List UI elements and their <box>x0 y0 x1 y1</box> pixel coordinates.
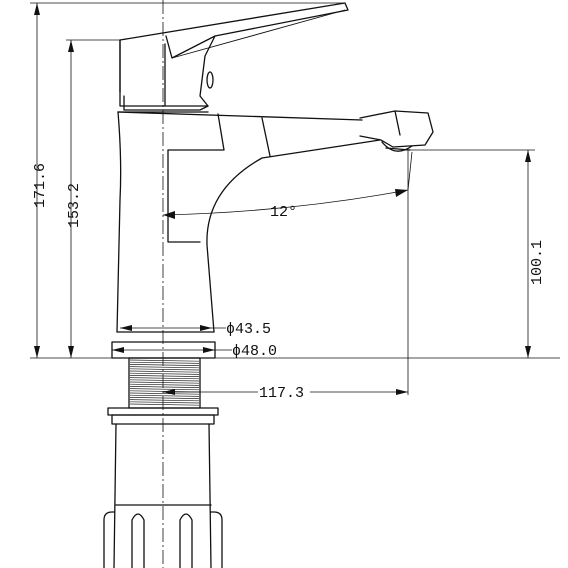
body-diameter-label: ϕ43.5 <box>226 321 271 338</box>
body-height-label: 153.2 <box>66 183 83 228</box>
thread-line <box>129 388 200 391</box>
thread-line <box>129 375 200 377</box>
dimension-base-diameter: ϕ48.0 <box>112 343 277 360</box>
dimension-spout-reach: 117.3 <box>163 385 408 402</box>
thread-line <box>129 372 200 375</box>
base-diameter-label: ϕ48.0 <box>232 343 277 360</box>
thread-line <box>129 392 200 395</box>
dimension-body-diameter: ϕ43.5 <box>120 321 271 338</box>
thread-line <box>129 370 200 373</box>
overall-height-label: 171.6 <box>32 163 49 208</box>
thread-line <box>129 377 200 380</box>
thread-line <box>129 401 200 404</box>
thread-line <box>129 399 200 402</box>
dimension-body-height: 153.2 <box>66 40 83 358</box>
mounting-nut <box>107 407 219 425</box>
thread-line <box>129 381 200 384</box>
faucet-body <box>116 111 381 333</box>
extension-lines <box>30 2 560 395</box>
thread-line <box>129 383 200 386</box>
thread-line <box>129 361 200 364</box>
spout-height-label: 100.1 <box>529 240 546 285</box>
lower-fitting <box>103 423 223 568</box>
thread-line <box>129 379 200 382</box>
thread-line <box>129 386 200 388</box>
threaded-shank <box>128 357 201 409</box>
dimension-spout-angle: 12° <box>162 151 413 221</box>
dimension-spout-height: 100.1 <box>525 150 546 358</box>
spout-aerator <box>359 110 434 152</box>
thread-line <box>129 403 200 406</box>
thread-line <box>129 368 200 371</box>
dimension-overall-height: 171.6 <box>32 3 49 358</box>
thread-line <box>129 364 200 366</box>
spout-reach-label: 117.3 <box>259 385 304 402</box>
thread-line <box>129 397 200 399</box>
spout-angle-label: 12° <box>270 204 297 221</box>
thread-line <box>129 366 200 369</box>
thread-line <box>129 359 200 362</box>
lever-handle <box>117 2 349 113</box>
thread-line <box>129 394 200 397</box>
